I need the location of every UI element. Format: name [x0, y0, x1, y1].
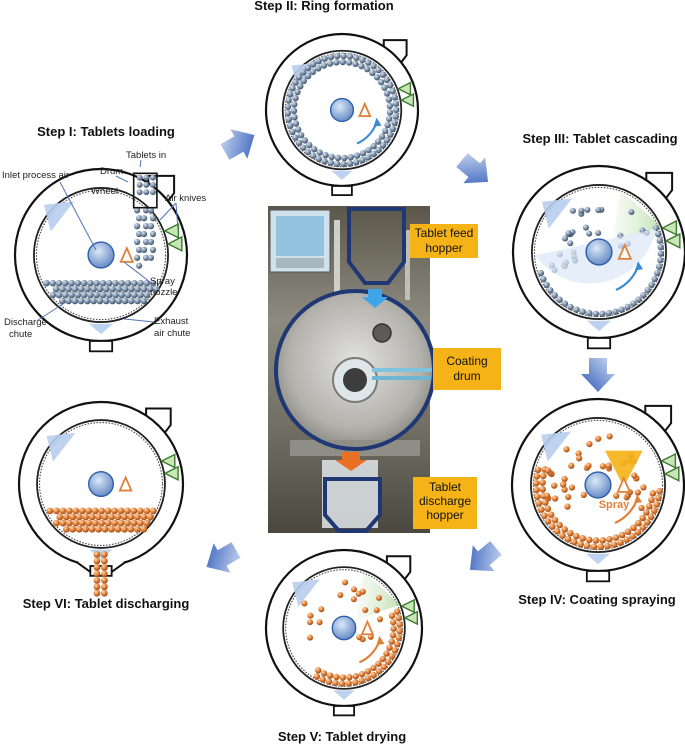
svg-text:Inlet process air: Inlet process air — [2, 170, 69, 181]
step-1-annotations: Drum Tablets in Inlet process air Wheel … — [2, 150, 206, 340]
svg-text:Spray: Spray — [150, 276, 175, 287]
svg-text:Exhaust: Exhaust — [154, 316, 189, 327]
svg-text:Coating: Coating — [446, 354, 487, 368]
svg-text:hopper: hopper — [426, 508, 463, 522]
svg-text:Wheel: Wheel — [91, 186, 118, 197]
step-6-title: Step VI: Tablet discharging — [23, 596, 190, 611]
svg-text:Tablet: Tablet — [429, 480, 462, 494]
step-2-drum — [264, 32, 420, 197]
svg-text:chute: chute — [9, 329, 32, 340]
step-3-title: Step III: Tablet cascading — [522, 131, 677, 146]
step-4-drum — [510, 397, 685, 583]
spray-label: Spray — [599, 499, 630, 511]
svg-text:hopper: hopper — [425, 241, 462, 255]
flow-arrows — [206, 129, 615, 573]
svg-text:Drum: Drum — [100, 166, 123, 177]
feed-hopper-label: Tablet feed hopper — [410, 224, 478, 258]
step-6-drum — [17, 400, 185, 597]
coating-drum-label: Coating drum — [433, 348, 501, 390]
step-1-title: Step I: Tablets loading — [37, 124, 175, 139]
svg-text:discharge: discharge — [419, 494, 471, 508]
svg-text:Tablet feed: Tablet feed — [415, 226, 474, 240]
svg-text:Discharge: Discharge — [4, 317, 47, 328]
step-2-title: Step II: Ring formation — [254, 0, 393, 13]
equipment-photo — [268, 206, 436, 533]
svg-text:Tablets in: Tablets in — [126, 150, 166, 161]
step-4-title: Step IV: Coating spraying — [518, 592, 676, 607]
discharge-hopper-label: Tablet discharge hopper — [413, 477, 477, 529]
svg-text:air chute: air chute — [154, 328, 190, 339]
step-5-drum — [264, 548, 424, 717]
svg-text:nozzle: nozzle — [150, 287, 177, 298]
step-3-drum — [511, 164, 685, 350]
svg-text:drum: drum — [453, 369, 480, 383]
step-1-drum — [13, 167, 189, 353]
svg-text:Air knives: Air knives — [165, 193, 206, 204]
step-5-title: Step V: Tablet drying — [278, 729, 406, 744]
